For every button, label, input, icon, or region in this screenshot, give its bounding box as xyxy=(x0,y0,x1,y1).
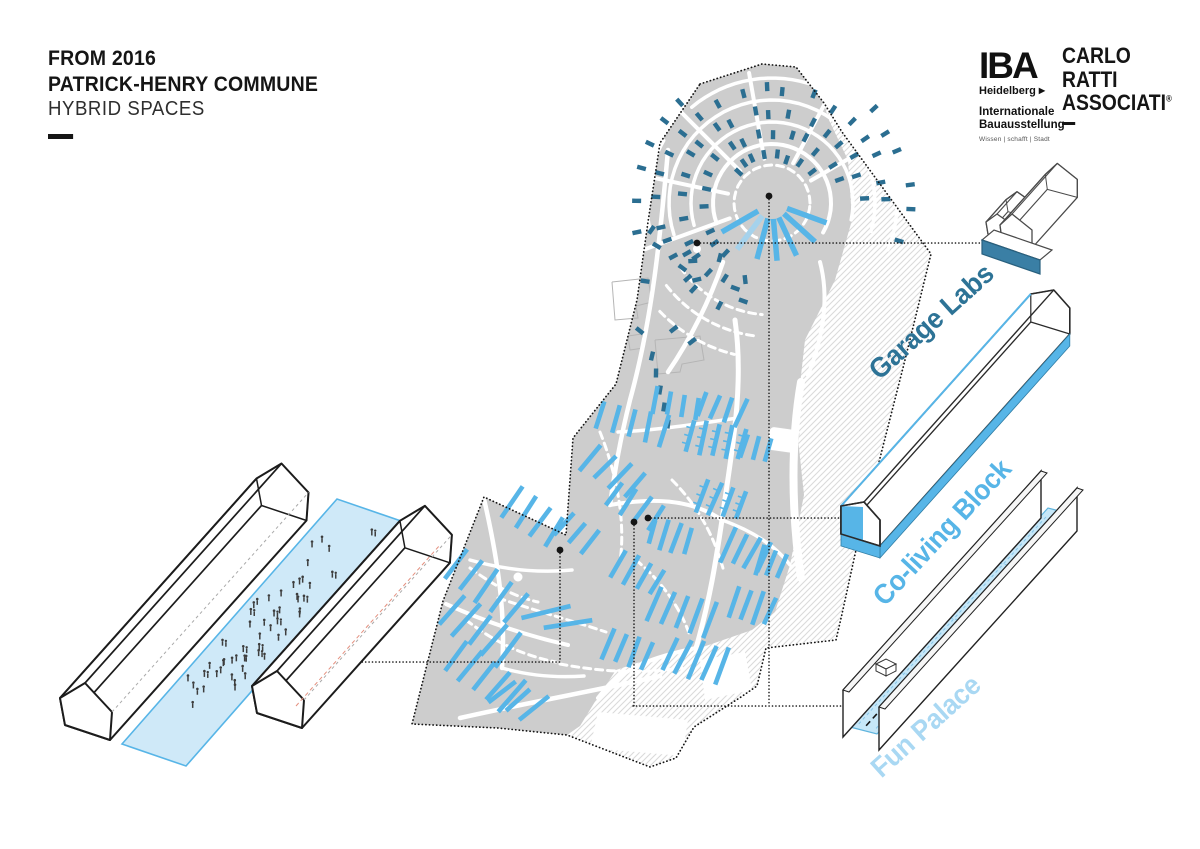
iba-city-text: Heidelberg xyxy=(979,85,1036,98)
people-figures xyxy=(186,528,377,708)
cra-line1: CARLO xyxy=(1062,43,1131,68)
coliving-gable-accent xyxy=(841,506,863,541)
iba-acronym: IBA xyxy=(979,45,1039,86)
garage-labs-base-slab xyxy=(981,239,1041,275)
registered-mark: ® xyxy=(1165,93,1172,104)
iba-logo: IBA Heidelberg ▶ Internationale Bauausst… xyxy=(979,45,1065,144)
leader-lines xyxy=(351,192,985,707)
iba-org-line1: Internationale xyxy=(979,106,1055,119)
title-era: FROM 2016 xyxy=(48,47,157,70)
cra-underscore xyxy=(1062,121,1076,126)
title-block: FROM 2016 PATRICK-HENRY COMMUNE HYBRID S… xyxy=(48,46,319,140)
garage-labs-building xyxy=(980,162,1078,275)
title-subtitle: HYBRID SPACES xyxy=(48,98,205,121)
site-plan xyxy=(410,63,932,768)
iba-org: Internationale Bauausstellung xyxy=(979,106,1065,132)
carlo-ratti-logo: CARLO RATTI ASSOCIATI® xyxy=(1062,43,1172,126)
cra-line2: RATTI xyxy=(1062,66,1118,92)
fun-palace-building xyxy=(842,469,1084,752)
title-underscore xyxy=(48,134,74,140)
coliving-block-building xyxy=(840,289,1071,560)
isometric-buildings xyxy=(59,162,1084,767)
cra-line3-text: ASSOCIATI xyxy=(1062,90,1166,116)
iba-motto: Wissen | schafft | Stadt xyxy=(979,136,1050,144)
title-project: PATRICK-HENRY COMMUNE xyxy=(48,72,319,96)
iba-arrow-icon: ▶ xyxy=(1038,86,1046,96)
existing-barracks-and-plaza xyxy=(59,462,453,767)
iba-city: Heidelberg ▶ xyxy=(979,85,1065,97)
iba-org-line2: Bauausstellung xyxy=(979,119,1065,132)
cra-line3: ASSOCIATI® xyxy=(1062,91,1172,115)
